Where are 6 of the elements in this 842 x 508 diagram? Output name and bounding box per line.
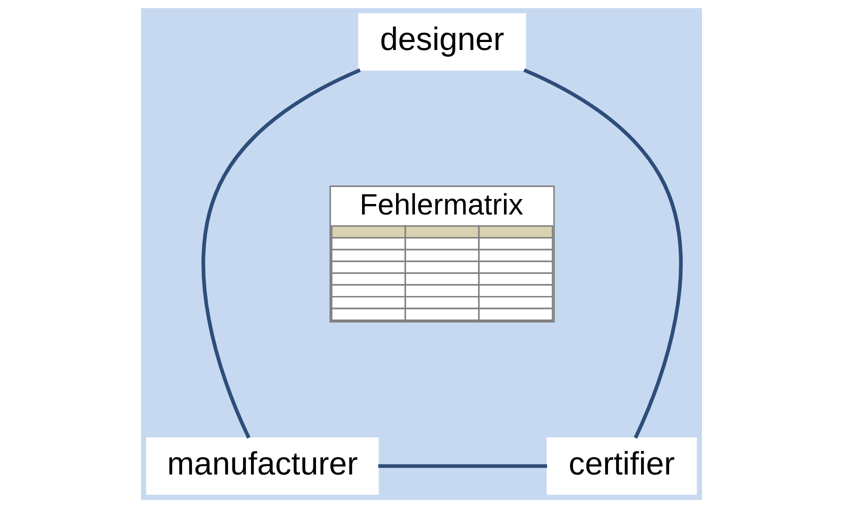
node-box: manufacturer [146,437,378,495]
connector [378,464,547,468]
connector [201,68,360,439]
node-box: certifier [546,437,696,495]
node-box: designer [358,13,526,71]
connector [522,68,682,439]
